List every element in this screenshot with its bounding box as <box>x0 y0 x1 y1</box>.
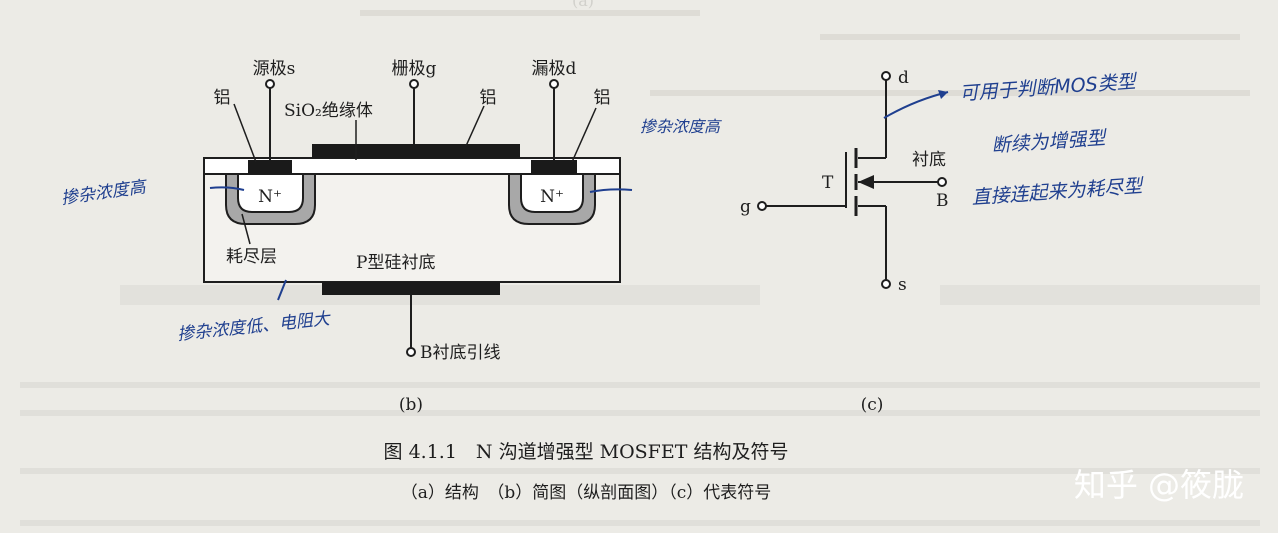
hand-note-right-1: 可用于判断MOS类型 <box>959 71 1139 105</box>
n-plus-left-label: N⁺ <box>258 187 282 207</box>
gate-terminal <box>409 79 419 89</box>
hand-note-right-3: 直接连起来为耗尽型 <box>971 175 1145 209</box>
watermark: 知乎 @筱胧 <box>1074 466 1244 504</box>
n-plus-left-region <box>237 173 304 213</box>
depletion-label: 耗尽层 <box>226 247 277 267</box>
hand-symbol-arrowhead-icon <box>938 90 948 99</box>
sio2-label: SiO₂绝缘体 <box>284 101 373 121</box>
al-left-leader <box>233 103 257 163</box>
figure-caption-title: 图 4.1.1 N 沟道增强型 MOSFET 结构及符号 <box>384 441 789 463</box>
panel-a-label: (a) <box>572 0 594 10</box>
al-right-label: 铝 <box>594 88 611 108</box>
source-metal <box>248 160 292 174</box>
al-mid-leader <box>465 105 485 147</box>
hand-note-left: 掺杂浓度高 <box>60 177 150 209</box>
hand-note-right-2: 断续为增强型 <box>991 127 1108 157</box>
s-terminal <box>881 279 891 289</box>
panel-b-label: (b) <box>399 395 423 415</box>
d-terminal <box>881 71 891 81</box>
n-plus-right-region <box>520 173 584 213</box>
substrate-metal <box>322 282 500 295</box>
hand-left-arrow <box>209 186 245 191</box>
hand-note-top: 掺杂浓度高 <box>640 117 722 136</box>
al-mid-label: 铝 <box>480 88 497 108</box>
b-label: B <box>936 191 949 211</box>
gate-label: 栅极g <box>392 59 437 79</box>
gate-metal <box>312 144 520 158</box>
depletion-leader <box>241 213 251 245</box>
substrate-arrow-icon <box>858 175 874 189</box>
handwritten-annotations <box>209 90 949 301</box>
drain-terminal <box>549 79 559 89</box>
g-terminal <box>757 201 767 211</box>
source-label: 源极s <box>253 59 296 79</box>
b-terminal <box>937 177 947 187</box>
al-right-leader <box>571 107 597 163</box>
b-lead-label: B衬底引线 <box>420 343 501 363</box>
drain-metal <box>531 160 577 174</box>
g-label: g <box>740 197 751 217</box>
mosfet-symbol <box>757 71 947 289</box>
s-label: s <box>898 275 907 295</box>
d-label: d <box>898 68 909 88</box>
al-left-label: 铝 <box>214 88 231 108</box>
hand-right-n-arrow <box>589 188 633 193</box>
symbol-substrate-label: 衬底 <box>912 150 946 170</box>
mosfet-cross-section <box>203 79 621 357</box>
drain-label: 漏极d <box>532 59 577 79</box>
n-plus-right-label: N⁺ <box>540 187 564 207</box>
figure-caption-subtitle: （a）结构 （b）简图（纵剖面图）（c）代表符号 <box>401 483 772 503</box>
substrate-label: P型硅衬底 <box>356 253 435 273</box>
hand-note-bottom: 掺杂浓度低、电阻大 <box>176 309 332 345</box>
t-label: T <box>822 173 834 193</box>
hand-bottom-arrow <box>277 279 287 301</box>
substrate-terminal <box>406 347 416 357</box>
source-terminal <box>265 79 275 89</box>
panel-c-label: (c) <box>861 395 884 415</box>
